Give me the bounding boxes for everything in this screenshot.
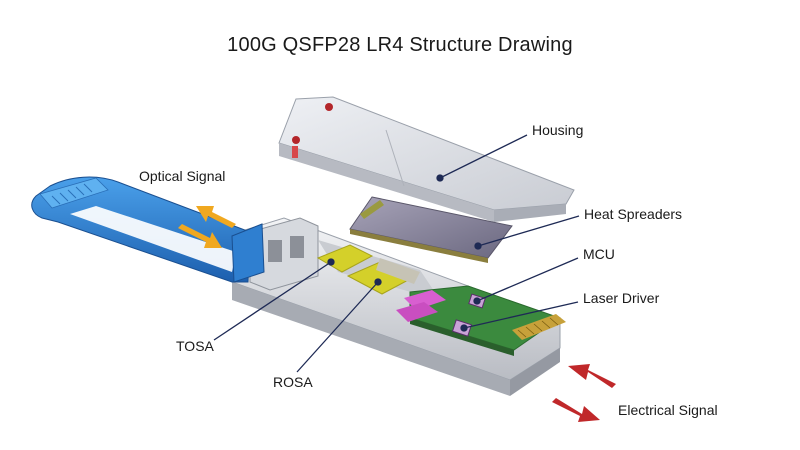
double-arrow-icon xyxy=(178,206,236,248)
leader-dot-laser-driver xyxy=(460,324,468,332)
leader-housing xyxy=(439,134,528,179)
leader-laser-driver xyxy=(463,301,579,329)
leader-tosa xyxy=(213,261,332,341)
leader-dot-housing xyxy=(436,174,444,182)
label-laser-driver: Laser Driver xyxy=(583,290,660,306)
leader-rosa xyxy=(296,281,379,373)
pull-tab xyxy=(31,176,265,283)
leader-dot-tosa xyxy=(327,258,335,266)
diagram-title: 100G QSFP28 LR4 Structure Drawing xyxy=(227,34,573,56)
module-base xyxy=(231,217,566,396)
label-rosa: ROSA xyxy=(273,374,313,390)
label-electrical-signal: Electrical Signal xyxy=(618,402,718,418)
optical-signal-arrows xyxy=(178,206,236,248)
label-mcu: MCU xyxy=(583,246,615,262)
housing-screw xyxy=(325,103,333,111)
leader-dot-heat-spreaders xyxy=(474,242,482,250)
label-tosa: TOSA xyxy=(176,338,214,354)
heat-spreaders-part xyxy=(349,196,513,263)
housing-screw xyxy=(292,136,300,144)
label-optical-signal: Optical Signal xyxy=(139,168,226,184)
electrical-signal-arrows xyxy=(552,364,616,422)
leader-dot-rosa xyxy=(374,278,382,286)
label-heat-spreaders: Heat Spreaders xyxy=(584,206,683,222)
leader-heat-spreaders xyxy=(477,215,580,247)
label-housing: Housing xyxy=(532,122,584,138)
leader-mcu xyxy=(476,257,579,302)
double-arrow-icon xyxy=(552,364,616,422)
housing-part xyxy=(278,96,575,222)
leader-dot-mcu xyxy=(473,297,481,305)
